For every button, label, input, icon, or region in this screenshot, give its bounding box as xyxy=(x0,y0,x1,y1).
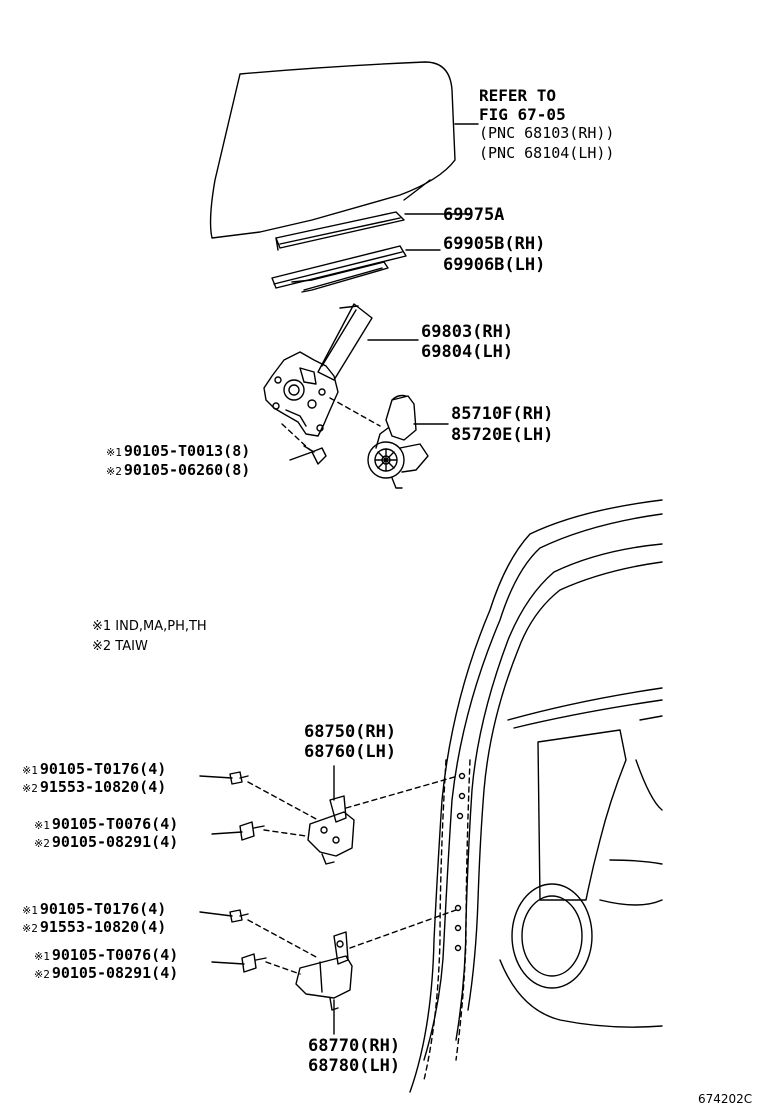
lower-channel xyxy=(271,245,407,293)
lower-hinge-bolt-a2-text: 91553-10820(4) xyxy=(39,918,167,936)
marker-2: ※2 xyxy=(34,837,50,850)
refer-line-3: (PNC 68103(RH)) xyxy=(479,124,615,142)
leader-lines-lower xyxy=(199,765,335,1035)
lower-hinge xyxy=(295,931,353,1011)
glass-run-channel xyxy=(275,211,405,251)
marker-1: ※1 xyxy=(22,904,38,917)
part-85710F: 85710F(RH) xyxy=(451,404,554,424)
marker-2: ※2 xyxy=(106,465,122,478)
hinge-mount-holes xyxy=(454,772,466,952)
note-2: ※2 TAIW xyxy=(92,639,148,654)
figure-id: 674202C xyxy=(698,1092,753,1106)
marker-1: ※1 xyxy=(106,446,122,459)
upper-hinge-bolt-b2-text: 90105-08291(4) xyxy=(51,833,179,851)
door-body xyxy=(409,499,663,1093)
refer-line-2: FIG 67-05 xyxy=(479,105,566,124)
hinge-dashed-guides xyxy=(247,775,459,975)
marker-2: ※2 xyxy=(22,922,38,935)
regulator-bolt-1-text: 90105-T0013(8) xyxy=(123,442,251,460)
refer-line-1: REFER TO xyxy=(479,86,557,105)
marker-1: ※1 xyxy=(34,950,50,963)
lower-hinge-bolt-b2-text: 90105-08291(4) xyxy=(51,964,179,982)
marker-2: ※2 xyxy=(34,968,50,981)
marker-1: ※1 xyxy=(34,819,50,832)
note-1: ※1 IND,MA,PH,TH xyxy=(92,619,207,634)
marker-2: ※2 xyxy=(22,782,38,795)
part-68770: 68770(RH) xyxy=(308,1036,401,1056)
upper-hinge xyxy=(307,795,355,865)
part-68750: 68750(RH) xyxy=(304,722,397,742)
regulator-motor xyxy=(367,394,429,489)
part-69975A: 69975A xyxy=(443,205,505,225)
refer-line-4: (PNC 68104(LH)) xyxy=(479,144,615,162)
upper-hinge-bolt-b1-text: 90105-T0076(4) xyxy=(51,815,179,833)
part-69804: 69804(LH) xyxy=(421,342,514,362)
regulator-bolt-2-text: 90105-06260(8) xyxy=(123,461,251,479)
regulator-dashed-guides xyxy=(281,397,381,451)
part-68760: 68760(LH) xyxy=(304,742,397,762)
part-69905B: 69905B(RH) xyxy=(443,234,546,254)
leader-lines-upper xyxy=(289,123,479,461)
door-glass xyxy=(209,61,456,239)
applicability-notes: ※1 IND,MA,PH,TH ※2 TAIW xyxy=(92,617,207,657)
upper-hinge-bolt-a2-text: 91553-10820(4) xyxy=(39,778,167,796)
window-regulator xyxy=(263,303,373,437)
regulator-screw xyxy=(303,445,327,465)
lower-hinge-bolt-a1-text: 90105-T0176(4) xyxy=(39,900,167,918)
hinge-bolts xyxy=(229,771,267,973)
part-69906B: 69906B(LH) xyxy=(443,255,546,275)
lower-hinge-bolt-b1-text: 90105-T0076(4) xyxy=(51,946,179,964)
door-dashed-edges xyxy=(423,759,471,1081)
upper-hinge-bolt-a1-text: 90105-T0176(4) xyxy=(39,760,167,778)
marker-1: ※1 xyxy=(22,764,38,777)
part-68780: 68780(LH) xyxy=(308,1056,401,1076)
part-69803: 69803(RH) xyxy=(421,322,514,342)
part-85720E: 85720E(LH) xyxy=(451,425,554,445)
